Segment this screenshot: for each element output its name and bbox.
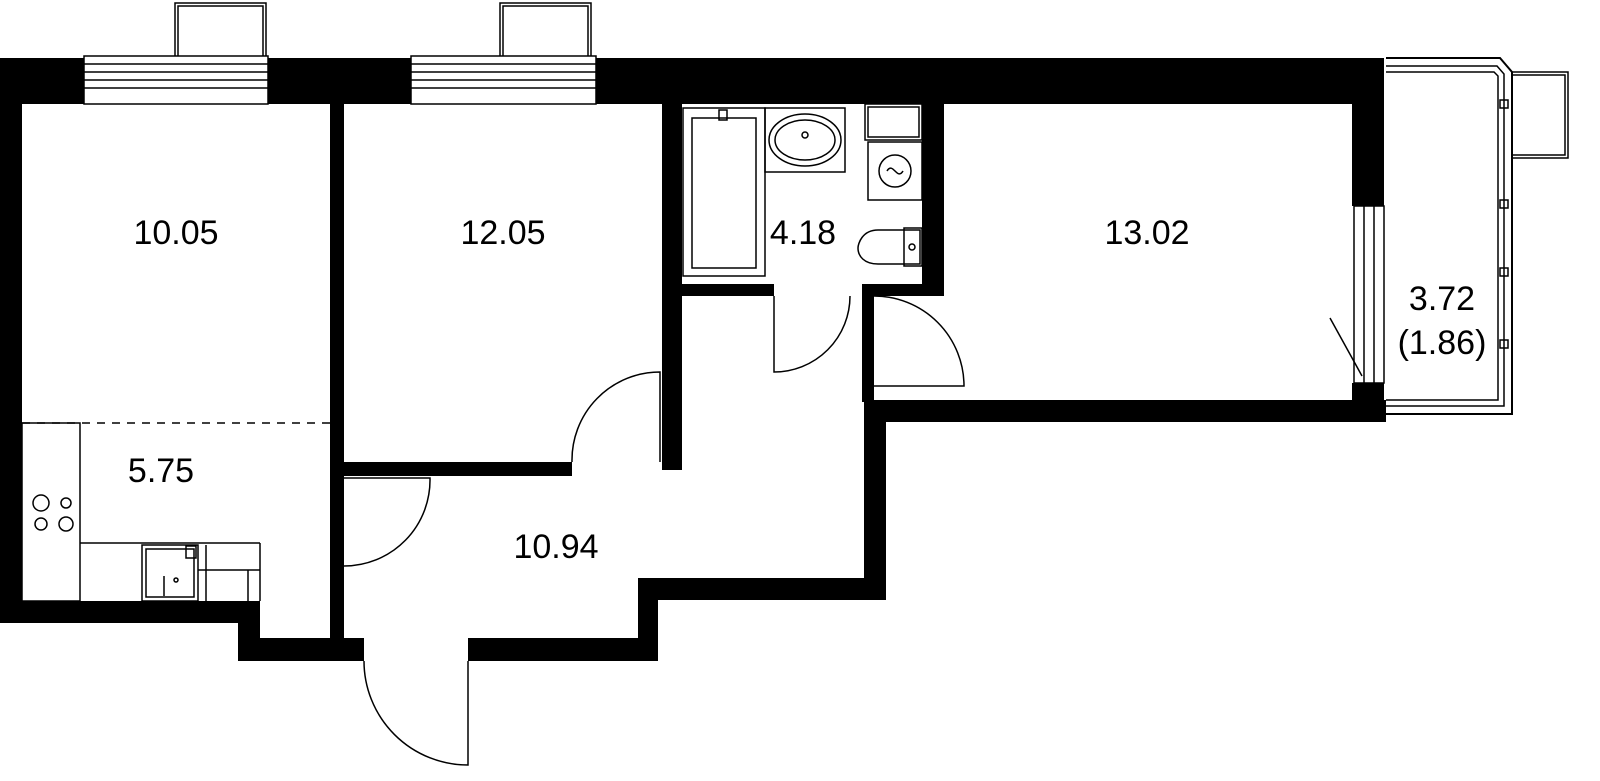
room-area-living-room: 13.02 <box>1104 214 1189 252</box>
wall-living-left-low <box>862 284 874 402</box>
bathtub-icon <box>682 107 766 277</box>
washing-machine-icon <box>867 141 923 201</box>
balcony-door-frame <box>1353 205 1385 384</box>
ac-unit-middle <box>499 2 592 56</box>
wall-bed2-bottom <box>330 462 572 476</box>
wall-right-lower <box>1352 383 1384 421</box>
door-entrance <box>363 660 469 766</box>
bathroom-fixtures <box>682 103 923 277</box>
door-bedroom-middle <box>571 371 661 463</box>
wall-corridor-step <box>638 578 886 600</box>
doors <box>343 295 965 766</box>
wall-bath-bottom-left <box>672 284 774 296</box>
room-area-bathroom: 4.18 <box>770 214 836 252</box>
shaft-box <box>864 103 923 141</box>
windows <box>83 55 1385 384</box>
room-area-hallway: 10.94 <box>513 528 598 566</box>
stove-burner-icon <box>34 517 48 531</box>
wall-top-2 <box>268 58 411 104</box>
room-area-balcony: 3.72 <box>1409 280 1475 318</box>
room-area-bedroom-middle: 12.05 <box>460 214 545 252</box>
wall-bottom-left <box>0 601 260 623</box>
wall-bed1-bed2 <box>330 104 344 474</box>
wall-bath-bottom-right <box>862 284 944 296</box>
room-area-kitchen: 5.75 <box>128 452 194 490</box>
ac-unit-right <box>1512 71 1569 159</box>
walls <box>0 58 1386 661</box>
stove-burner-icon <box>58 516 74 532</box>
door-kitchen <box>343 477 431 567</box>
door-bathroom <box>773 295 851 373</box>
wall-right-upper <box>1352 58 1384 206</box>
door-living-room <box>873 295 965 387</box>
ac-units <box>174 2 1569 159</box>
wall-top-3 <box>596 58 1383 104</box>
kitchen-counter <box>21 422 81 602</box>
wall-living-bottom <box>864 400 1386 422</box>
wall-bath-right <box>932 104 944 296</box>
toilet-icon <box>857 229 921 265</box>
stove-burner-icon <box>32 494 50 512</box>
ac-unit-left <box>174 2 267 56</box>
wall-left <box>0 58 22 612</box>
wall-shaft <box>922 104 934 284</box>
wall-corridor-upper <box>864 402 886 600</box>
washbasin-icon <box>764 107 846 173</box>
wall-bottom-entry-right <box>468 638 658 661</box>
stove-burner-icon <box>60 497 72 509</box>
room-area-bedroom-left: 10.05 <box>133 214 218 252</box>
wall-bottom-entry-left <box>238 638 364 661</box>
room-area-balcony-reduced: (1.86) <box>1398 324 1487 362</box>
balcony <box>1386 57 1513 415</box>
area-labels: 10.05 12.05 4.18 13.02 5.75 10.94 3.72 (… <box>128 214 1487 566</box>
wall-hall-kitchen <box>330 476 344 638</box>
kitchen-sink-icon <box>141 544 199 602</box>
kitchen-fixtures <box>21 422 330 602</box>
balcony-outline <box>1386 57 1513 415</box>
